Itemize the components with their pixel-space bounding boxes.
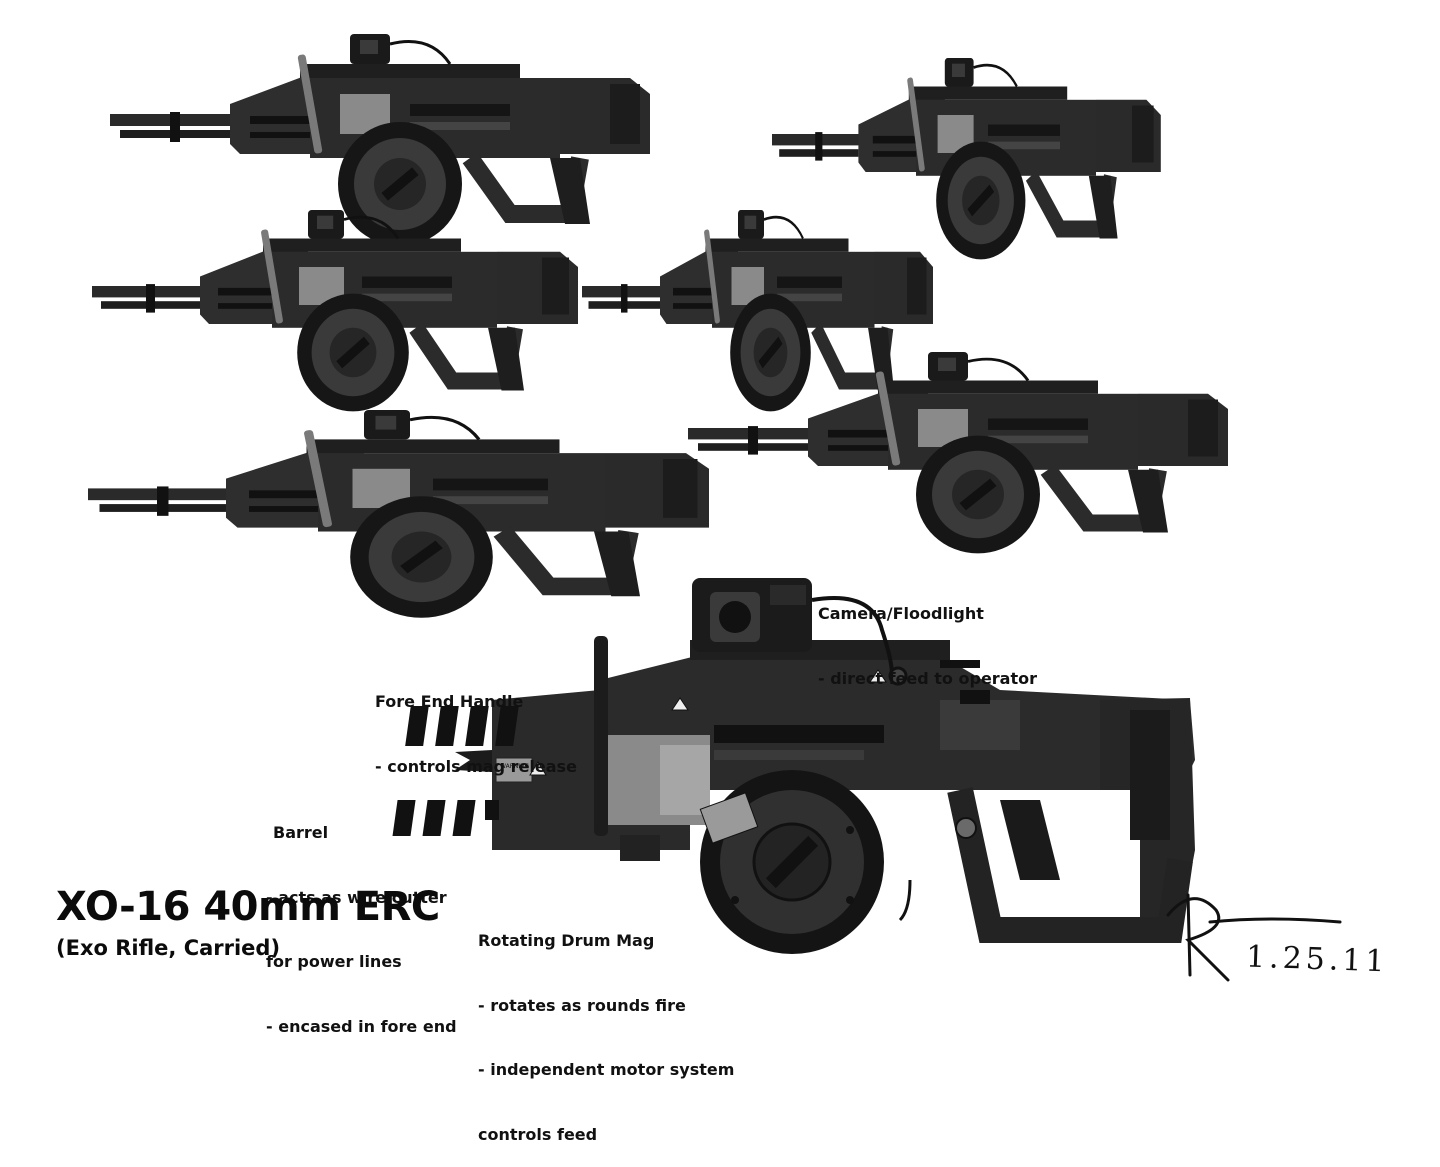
warning-decal: WARNING [500, 763, 530, 770]
callout-drum: Rotating Drum Mag - rotates as rounds fi… [478, 887, 734, 1167]
artist-signature [1166, 893, 1342, 982]
callout-camera-heading: Camera/Floodlight [818, 604, 984, 623]
callout-camera-line: - direct feed to operator [818, 668, 1038, 688]
callout-drum-line: - independent motor system [478, 1060, 735, 1079]
callout-drum-heading: Rotating Drum Mag [478, 931, 655, 950]
rifle-variant-3 [92, 210, 578, 411]
rifle-variant-5 [88, 410, 709, 618]
main-rifle: WARNING [392, 578, 1195, 954]
rifle-variant-2 [772, 58, 1161, 259]
rifle-variant-1 [110, 34, 650, 246]
sheet-subtitle: (Exo Rifle, Carried) [56, 936, 281, 960]
callout-drum-line: - rotates as rounds fire [478, 995, 686, 1015]
callout-barrel-heading: Barrel [273, 823, 329, 842]
callout-drum-line: controls feed [478, 1124, 598, 1144]
callout-camera: Camera/Floodlight - direct feed to opera… [818, 560, 1037, 711]
callout-barrel-line: for power lines [266, 952, 402, 971]
callout-fore-end-line: - controls mag release [375, 756, 577, 776]
callout-barrel-line: - acts as wire cutter [266, 887, 447, 907]
callout-fore-end: Fore End Handle - controls mag release [375, 648, 577, 799]
concept-sheet: WARNING [0, 0, 1342, 982]
callout-fore-end-heading: Fore End Handle [375, 692, 524, 711]
callout-barrel-line: - encased in fore end [266, 1016, 457, 1036]
sheet-title: XO-16 40mm ERC [56, 884, 440, 930]
signature-date: 1.25.11 [1245, 939, 1390, 980]
